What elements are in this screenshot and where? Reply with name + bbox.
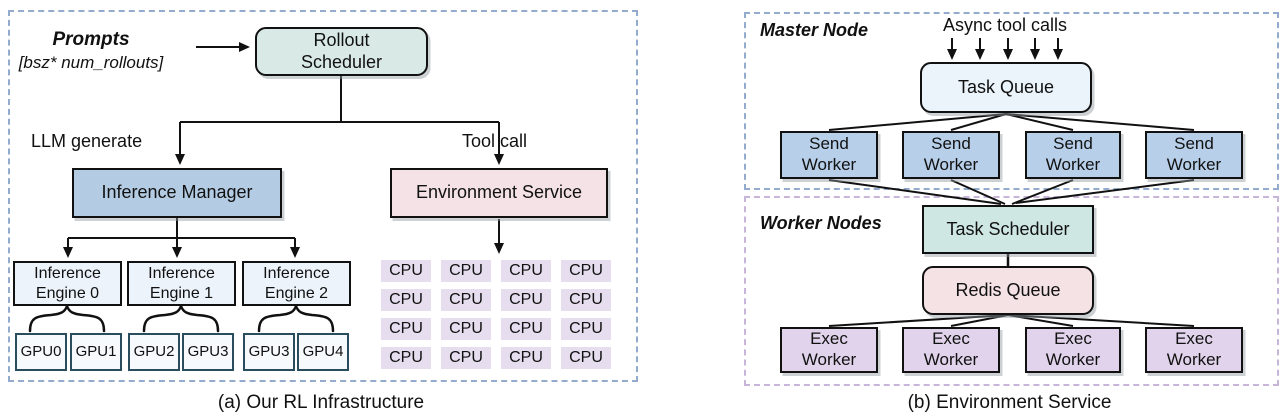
prompts-annotation: Prompts [bsz* num_rollouts] [8, 29, 174, 73]
cpu-node: CPU [561, 260, 611, 282]
send-worker-node: Send Worker [902, 131, 1000, 179]
gpu-node: GPU3 [182, 333, 234, 371]
cpu-node: CPU [561, 347, 611, 369]
llm-generate-edge-label: LLM generate [31, 131, 143, 151]
cpu-node: CPU [381, 289, 431, 311]
prompts-shape-label: [bsz* num_rollouts] [18, 53, 164, 72]
exec-worker-node: Exec Worker [1025, 327, 1121, 373]
cpu-node: CPU [561, 289, 611, 311]
cpu-node: CPU [441, 260, 491, 282]
worker-nodes-title: Worker Nodes [760, 213, 882, 233]
cpu-node: CPU [501, 318, 551, 340]
gpu-node: GPU3 [243, 333, 295, 371]
cpu-node: CPU [381, 260, 431, 282]
gpu-node: GPU0 [15, 333, 67, 371]
exec-worker-node: Exec Worker [780, 327, 878, 373]
cpu-node: CPU [441, 347, 491, 369]
cpu-grid: CPU CPU CPU CPU CPU CPU CPU CPU CPU CPU … [381, 260, 611, 369]
master-node-title: Master Node [760, 20, 869, 40]
send-worker-node: Send Worker [1025, 131, 1121, 179]
inference-engine-0-node: Inference Engine 0 [13, 261, 122, 306]
cpu-node: CPU [381, 347, 431, 369]
cpu-node: CPU [501, 260, 551, 282]
gpu-node: GPU4 [297, 333, 349, 371]
send-worker-node: Send Worker [1145, 131, 1243, 179]
gpu-node: GPU2 [128, 333, 180, 371]
send-worker-node: Send Worker [780, 131, 878, 179]
inference-engine-2-node: Inference Engine 2 [242, 261, 351, 306]
task-queue-node: Task Queue [920, 62, 1092, 113]
cpu-node: CPU [381, 318, 431, 340]
redis-queue-node: Redis Queue [922, 266, 1094, 315]
cpu-node: CPU [501, 347, 551, 369]
caption-a: (a) Our RL Infrastructure [217, 392, 425, 413]
cpu-node: CPU [561, 318, 611, 340]
gpu-node: GPU1 [70, 333, 122, 371]
environment-service-node: Environment Service [390, 168, 608, 218]
cpu-node: CPU [501, 289, 551, 311]
rl-infrastructure-panel [8, 10, 638, 382]
tool-call-edge-label: Tool call [462, 131, 528, 151]
exec-worker-node: Exec Worker [1145, 327, 1243, 373]
cpu-node: CPU [441, 318, 491, 340]
cpu-node: CPU [441, 289, 491, 311]
master-node-panel [744, 12, 1279, 190]
prompts-label: Prompts [52, 29, 130, 50]
task-scheduler-node: Task Scheduler [922, 205, 1094, 254]
rollout-scheduler-node: Rollout Scheduler [255, 27, 428, 76]
inference-manager-node: Inference Manager [72, 168, 282, 218]
worker-nodes-panel [744, 196, 1279, 386]
inference-engine-1-node: Inference Engine 1 [127, 261, 236, 306]
async-tool-calls-label: Async tool calls [942, 15, 1068, 35]
exec-worker-node: Exec Worker [902, 327, 1000, 373]
caption-b: (b) Environment Service [907, 392, 1112, 413]
